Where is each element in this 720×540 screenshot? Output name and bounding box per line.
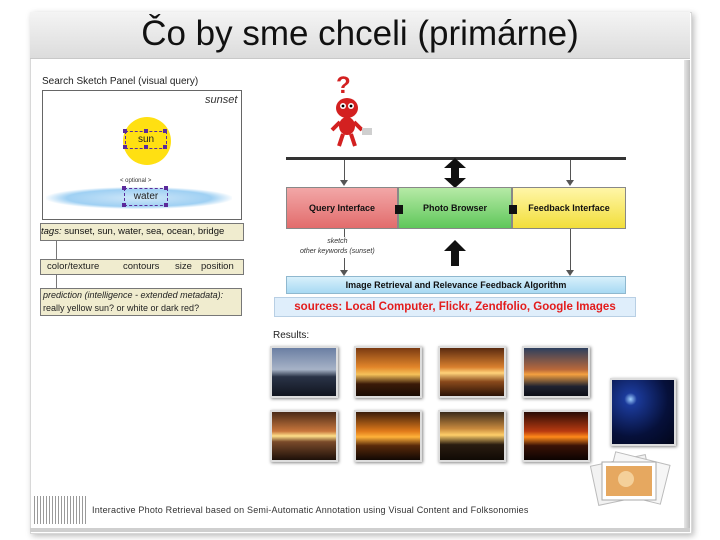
results-label: Results:: [273, 330, 310, 341]
selection-handle[interactable]: [123, 129, 127, 133]
selection-handle[interactable]: [122, 203, 126, 207]
selection-handle[interactable]: [122, 186, 126, 190]
optional-label: < optional >: [120, 178, 152, 184]
connector-line: [56, 273, 57, 288]
selection-handle[interactable]: [144, 145, 148, 149]
photo-stack-icon: [589, 451, 671, 506]
arrow-line: [344, 160, 345, 180]
feature-size: size: [175, 261, 192, 272]
selection-handle[interactable]: [163, 145, 167, 149]
user-connector-bar: [286, 157, 626, 160]
retrieval-algorithm-box: Image Retrieval and Relevance Feedback A…: [286, 276, 626, 294]
result-photo-lamp[interactable]: [610, 378, 676, 446]
selection-handle[interactable]: [144, 129, 148, 133]
result-photo[interactable]: [354, 346, 422, 398]
result-photo[interactable]: [522, 410, 590, 462]
slide-title: Čo by sme chceli (primárne): [141, 14, 579, 53]
slide-side-edge: [684, 60, 690, 530]
tags-box[interactable]: tags: sunset, sun, water, sea, ocean, br…: [40, 223, 244, 241]
selection-handle[interactable]: [123, 145, 127, 149]
tags-text: sunset, sun, water, sea, ocean, bridge: [61, 226, 225, 237]
user-figure-icon: [330, 98, 372, 147]
question-mark: ?: [336, 72, 351, 99]
arrow-head: [566, 270, 574, 276]
water-selection-box[interactable]: water: [124, 188, 168, 206]
query-interface-box: Query Interface: [286, 187, 398, 229]
arrow-line: [570, 229, 571, 270]
connector-line: [56, 239, 57, 259]
title-bar: [30, 12, 690, 59]
footer-caption: Interactive Photo Retrieval based on Sem…: [92, 505, 529, 515]
selection-handle[interactable]: [164, 203, 168, 207]
selection-handle[interactable]: [164, 186, 168, 190]
result-photo[interactable]: [270, 410, 338, 462]
feature-color-texture: color/texture: [47, 261, 100, 272]
water-shape[interactable]: [46, 187, 232, 209]
sketch-panel-title: Search Sketch Panel (visual query): [42, 76, 199, 87]
result-photo[interactable]: [438, 346, 506, 398]
feature-position: position: [201, 261, 234, 272]
sketch-note: sketch other keywords (sunset): [300, 237, 375, 257]
sketch-note-line-2: other keywords (sunset): [300, 248, 375, 255]
prediction-line-1: prediction (intelligence - extended meta…: [43, 290, 224, 300]
slide-bottom-edge: [30, 528, 690, 532]
arrow-head: [566, 180, 574, 186]
feature-contours: contours: [123, 261, 160, 272]
sun-shape[interactable]: [123, 117, 171, 165]
feedback-interface-box: Feedback Interface: [512, 187, 626, 229]
arrow-line: [344, 229, 345, 237]
up-arrow-icon: [444, 240, 466, 266]
features-box[interactable]: color/texture contours size position: [40, 259, 244, 275]
result-photo[interactable]: [522, 346, 590, 398]
selection-handle[interactable]: [163, 129, 167, 133]
prediction-line-2: really yellow sun? or white or dark red?: [43, 303, 200, 313]
tags-prefix: tags:: [41, 226, 62, 237]
result-photo[interactable]: [270, 346, 338, 398]
arrow-head: [340, 270, 348, 276]
prediction-box: prediction (intelligence - extended meta…: [40, 288, 242, 316]
sketch-note-line-1: sketch: [327, 238, 348, 245]
arrow-head: [340, 180, 348, 186]
sunset-label: sunset: [205, 94, 238, 106]
double-arrow-icon: [444, 158, 466, 188]
photo-browser-box: Photo Browser: [398, 187, 512, 229]
arrow-line: [344, 258, 345, 270]
result-photo[interactable]: [438, 410, 506, 462]
connector-square: [509, 205, 517, 214]
sources-box: sources: Local Computer, Flickr, Zendfol…: [274, 297, 636, 317]
arrow-line: [570, 160, 571, 180]
connector-square: [395, 205, 403, 214]
barcode-decoration: [34, 496, 88, 524]
result-photo[interactable]: [354, 410, 422, 462]
